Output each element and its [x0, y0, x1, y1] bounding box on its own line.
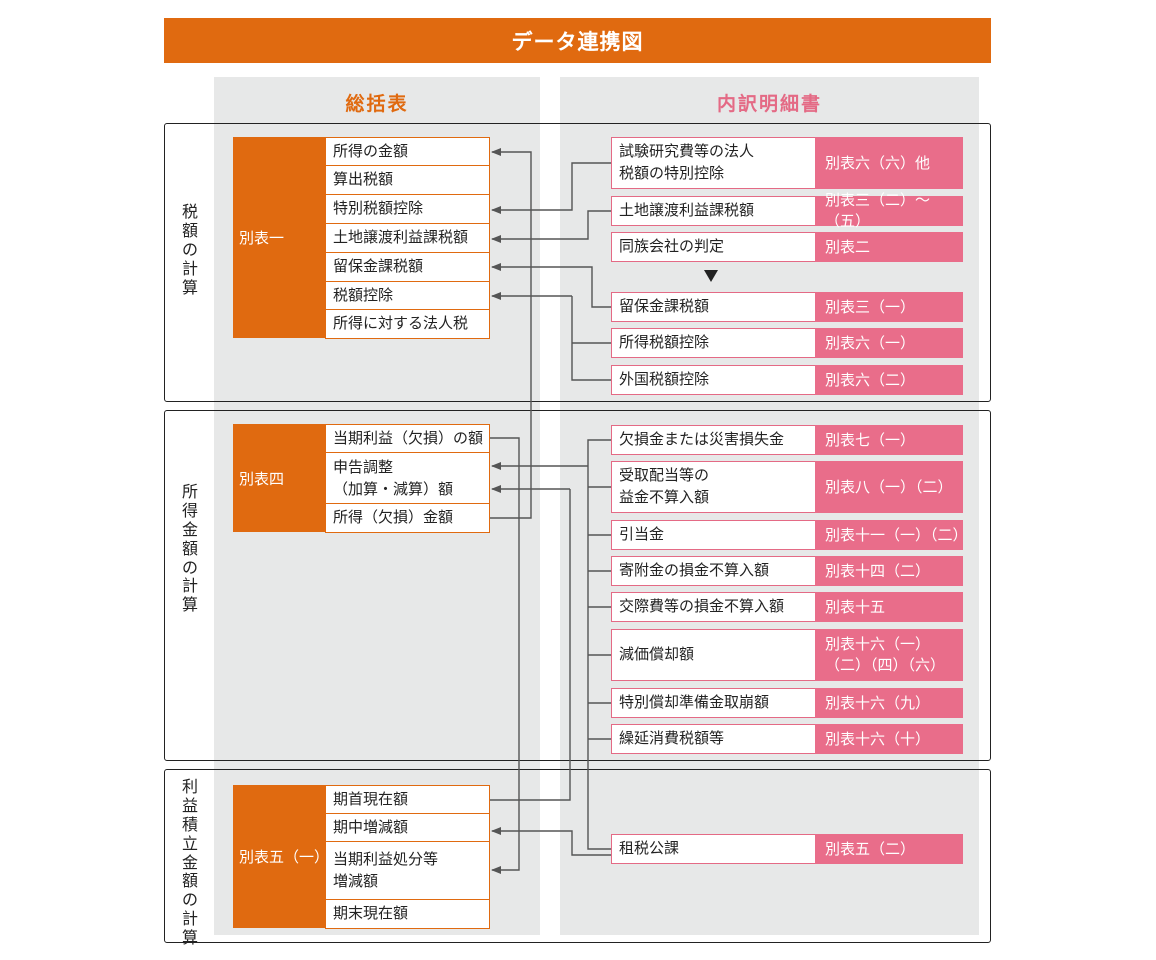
detail-name: 繰延消費税額等	[611, 724, 816, 754]
section-retained-label: 利益積立金額の計算	[181, 777, 198, 947]
b1-item: 留保金課税額	[325, 252, 490, 282]
b5-item: 期末現在額	[325, 899, 490, 929]
detail-name: 租税公課	[611, 834, 816, 864]
detail-name: 欠損金または災害損失金	[611, 425, 816, 455]
connector-line	[491, 263, 611, 308]
detail-name: 交際費等の損金不算入額	[611, 592, 816, 622]
detail-table: 別表十六（十）	[815, 724, 963, 754]
detail-table: 別表十六（一） （二）（四）（六）	[815, 629, 963, 681]
detail-table: 別表六（二）	[815, 365, 963, 395]
summary-b4-block: 別表四	[233, 424, 326, 532]
details-column-heading: 内訳明細書	[716, 92, 822, 115]
detail-table: 別表十一（一）（二）	[815, 520, 968, 550]
detail-table: 別表六（一）	[815, 328, 963, 358]
summary-b1-block: 別表一	[233, 137, 326, 338]
b5-item: 当期利益処分等 増減額	[325, 841, 490, 901]
detail-table: 別表五（二）	[815, 834, 963, 864]
summary-b5-name: 別表五（一）	[239, 848, 330, 866]
b1-item: 土地譲渡利益課税額	[325, 223, 490, 253]
b5-item: 期中増減額	[325, 813, 490, 843]
detail-name: 減価償却額	[611, 629, 816, 681]
b1-item: 税額控除	[325, 281, 490, 311]
detail-table: 別表七（一）	[815, 425, 963, 455]
section-retained-frame	[164, 769, 991, 943]
detail-name: 同族会社の判定	[611, 232, 816, 262]
connector-line	[490, 489, 571, 801]
summary-b4-name: 別表四	[239, 469, 285, 488]
detail-name: 留保金課税額	[611, 292, 816, 322]
summary-column-heading: 総括表	[345, 92, 409, 115]
detail-table: 別表二	[815, 232, 963, 262]
detail-table: 別表十六（九）	[815, 688, 963, 718]
diagram-title: データ連携図	[164, 18, 991, 63]
detail-table: 別表八（一）（二）	[815, 461, 963, 513]
b1-item: 特別税額控除	[325, 194, 490, 224]
connector-line	[491, 210, 611, 243]
section-income-label: 所得金額の計算	[181, 482, 198, 615]
b1-item: 所得に対する法人税	[325, 309, 490, 339]
b4-item: 申告調整 （加算・減算）額	[325, 452, 490, 505]
detail-table: 別表三（一）	[815, 292, 963, 322]
detail-name: 土地譲渡利益課税額	[611, 196, 816, 226]
detail-table: 別表十四（二）	[815, 556, 963, 586]
connector-line	[491, 162, 611, 214]
detail-name: 所得税額控除	[611, 328, 816, 358]
connector-line	[490, 437, 520, 874]
connector-line	[490, 148, 532, 519]
detail-name: 試験研究費等の法人 税額の特別控除	[611, 137, 816, 189]
section-tax-label: 税額の計算	[181, 202, 198, 297]
connector-line	[587, 439, 611, 850]
detail-table: 別表六（六）他	[815, 137, 963, 189]
detail-name: 外国税額控除	[611, 365, 816, 395]
b1-item: 所得の金額	[325, 137, 490, 167]
detail-table: 別表十五	[815, 592, 963, 622]
detail-name: 特別償却準備金取崩額	[611, 688, 816, 718]
b4-item: 所得（欠損）金額	[325, 503, 490, 533]
detail-table: 別表三（二）～（五）	[815, 191, 963, 230]
connector-line	[571, 296, 611, 381]
connector-line	[491, 827, 611, 856]
section-income-frame	[164, 410, 991, 761]
section-tax-frame	[164, 123, 991, 402]
detail-name: 受取配当等の 益金不算入額	[611, 461, 816, 513]
summary-b1-name: 別表一	[239, 229, 285, 247]
summary-b5-block: 別表五（一）	[233, 785, 330, 928]
down-arrow-icon	[704, 270, 718, 282]
detail-name: 寄附金の損金不算入額	[611, 556, 816, 586]
